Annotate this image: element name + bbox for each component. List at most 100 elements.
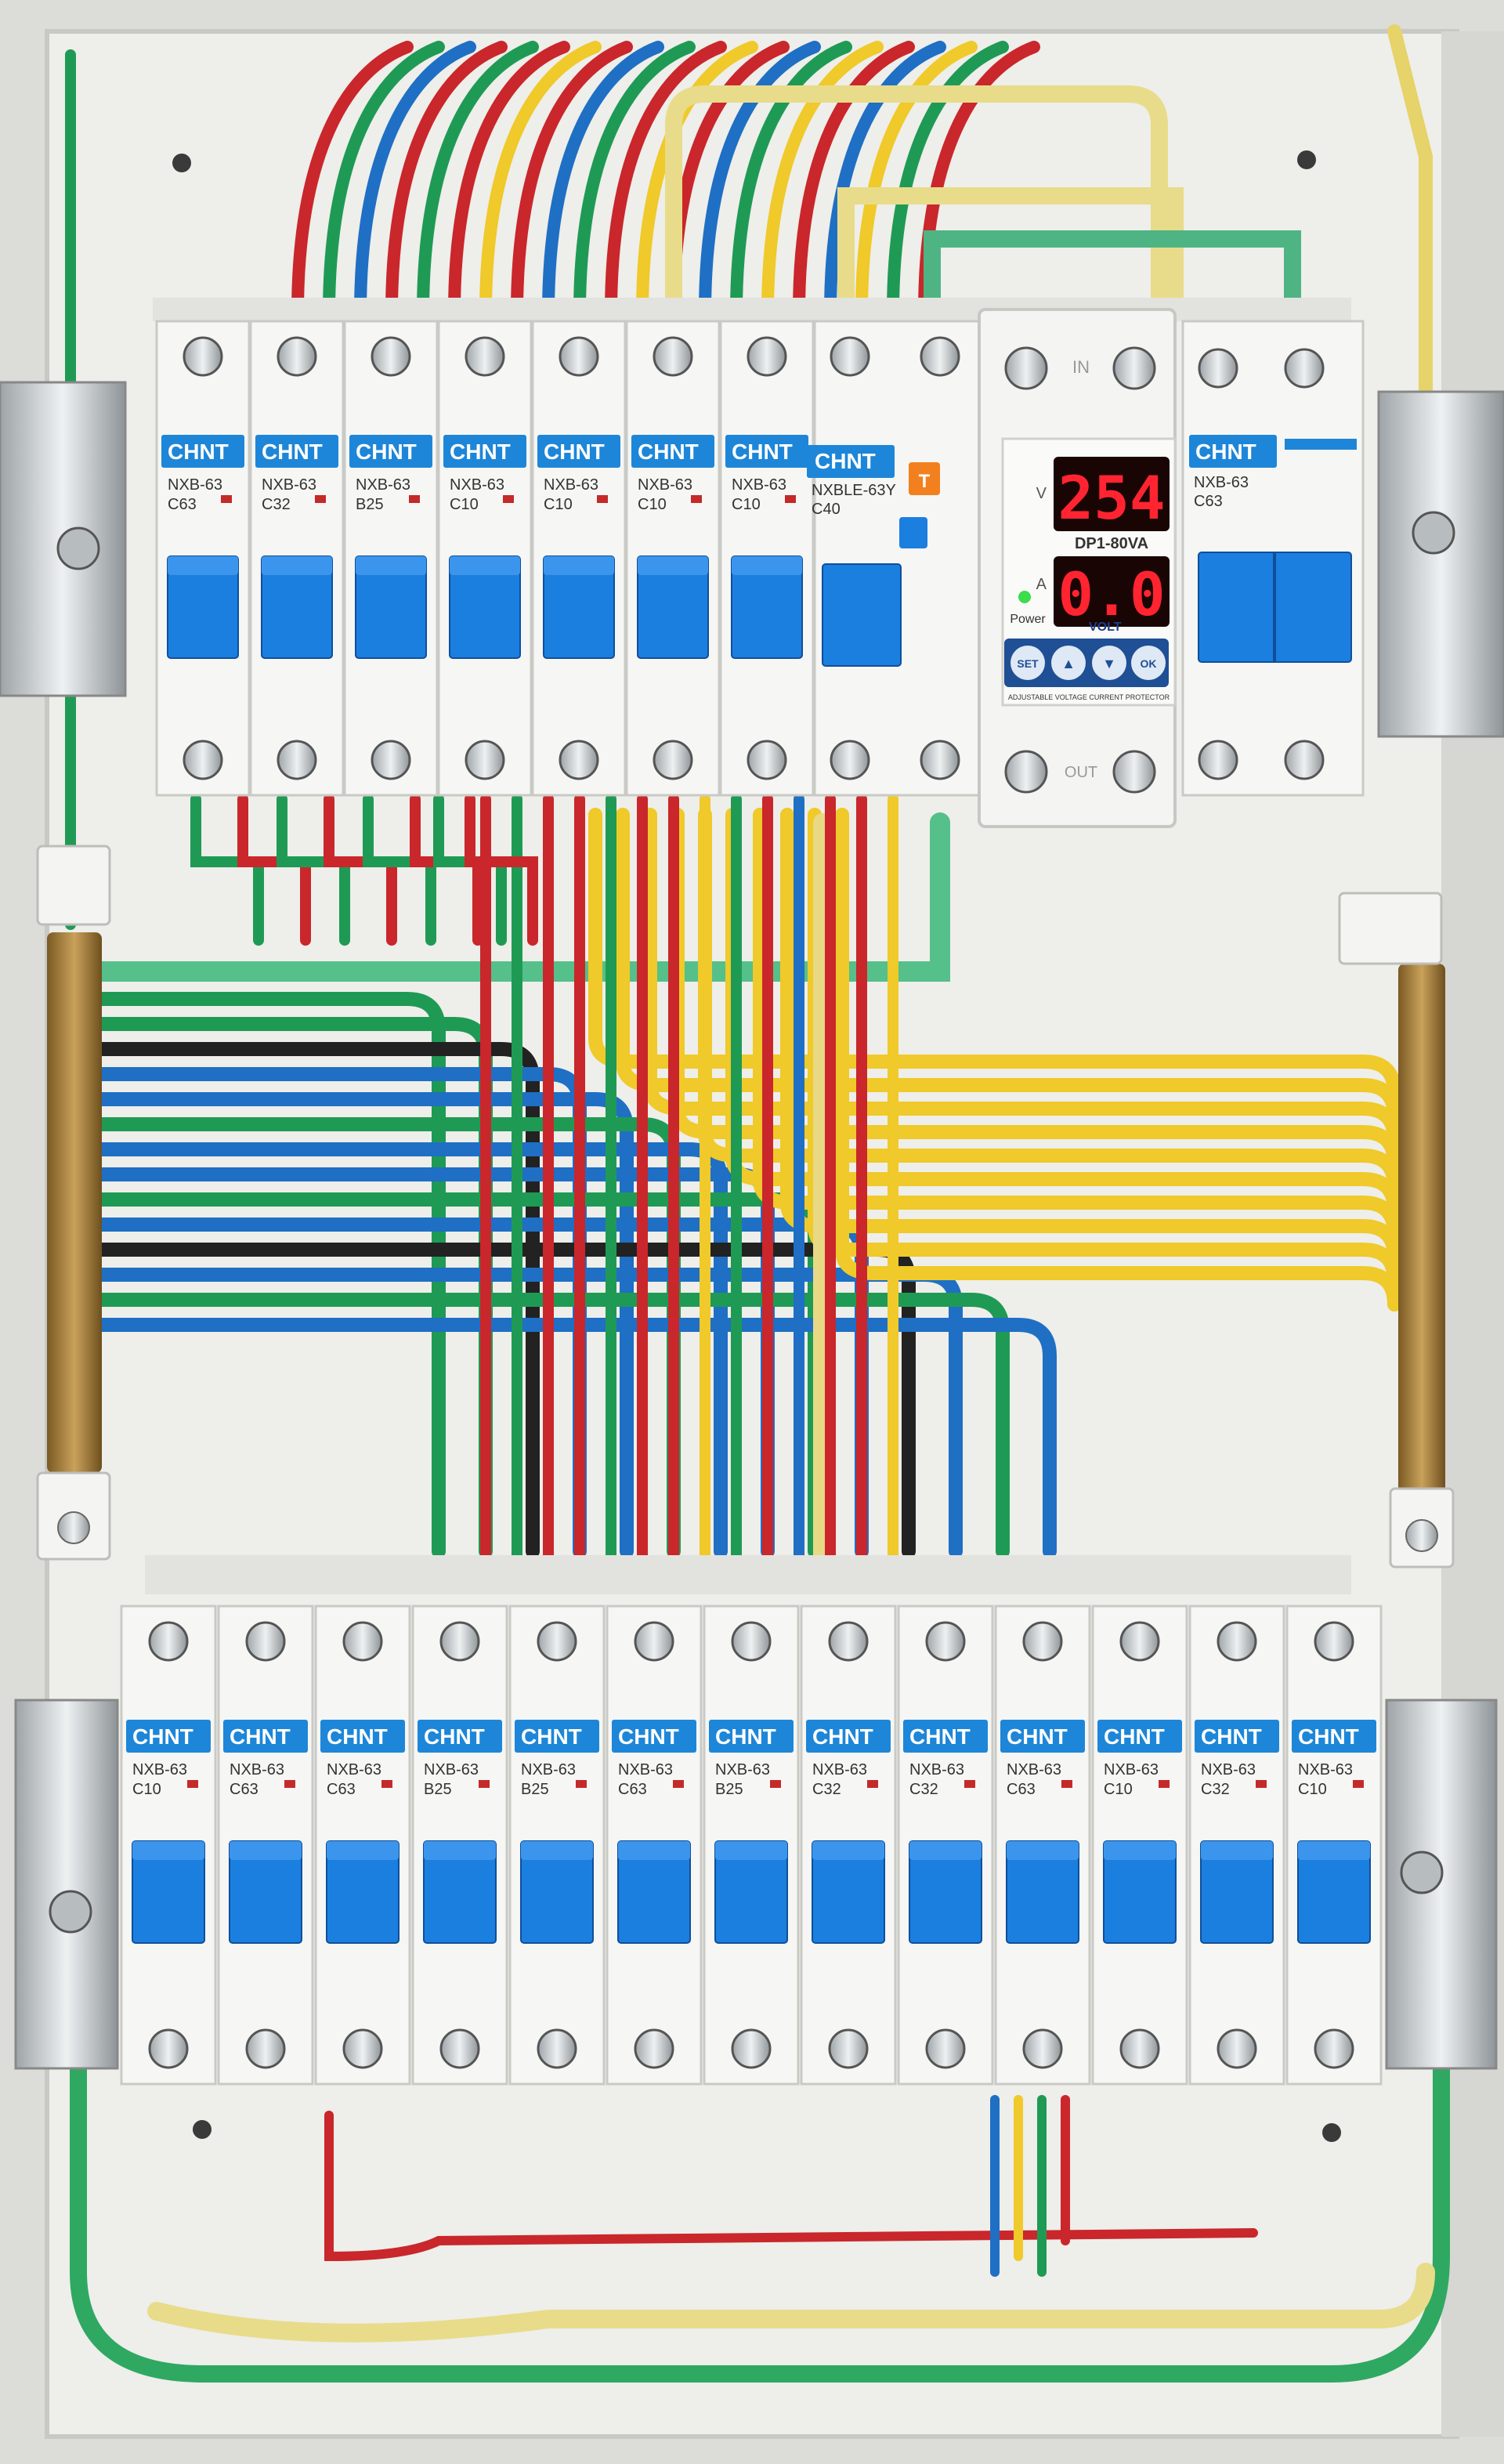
protector-brand: VOLT bbox=[1089, 621, 1122, 634]
terminal-screw[interactable] bbox=[828, 2028, 869, 2069]
terminal-screw[interactable] bbox=[634, 1621, 674, 1662]
terminal-screw[interactable] bbox=[1119, 1621, 1160, 1662]
terminal-screw[interactable] bbox=[183, 336, 223, 377]
toggle-highlight bbox=[1104, 1841, 1176, 1860]
trip-indicator bbox=[964, 1780, 975, 1788]
current-display bbox=[1054, 556, 1170, 627]
brand-badge bbox=[1195, 1720, 1279, 1753]
rating-label: C32 bbox=[812, 1781, 841, 1798]
terminal-screw[interactable] bbox=[920, 336, 960, 377]
terminal-screw[interactable] bbox=[1022, 1621, 1063, 1662]
bottom-breaker-row: CHNTNXB-63C10CHNTNXB-63C63CHNTNXB-63C63C… bbox=[120, 1555, 1383, 2086]
rcd-toggle[interactable] bbox=[822, 563, 902, 667]
brand-badge bbox=[1097, 1720, 1182, 1753]
rating-label: C10 bbox=[450, 496, 479, 513]
din-rail-clamps bbox=[0, 381, 1504, 2070]
toggle-highlight bbox=[618, 1841, 690, 1860]
terminal-screw[interactable] bbox=[1217, 2028, 1257, 2069]
terminal-screw[interactable] bbox=[1004, 346, 1048, 390]
terminal-screw[interactable] bbox=[148, 2028, 189, 2069]
terminal-screw[interactable] bbox=[1314, 1621, 1354, 1662]
brand-badge bbox=[631, 435, 714, 468]
terminal-screw[interactable] bbox=[653, 740, 693, 780]
ok-button[interactable] bbox=[1131, 646, 1166, 680]
rating-label: C63 bbox=[230, 1781, 258, 1798]
terminal-screw[interactable] bbox=[1284, 348, 1325, 389]
brand-label: CHNT bbox=[1104, 1724, 1165, 1749]
terminal-screw[interactable] bbox=[465, 740, 505, 780]
terminal-screw[interactable] bbox=[747, 740, 787, 780]
terminal-screw[interactable] bbox=[148, 1621, 189, 1662]
rating-label: C40 bbox=[812, 501, 841, 518]
brand-label: CHNT bbox=[1201, 1724, 1262, 1749]
brand-label: CHNT bbox=[812, 1724, 873, 1749]
terminal-screw[interactable] bbox=[183, 740, 223, 780]
terminal-screw[interactable] bbox=[920, 740, 960, 780]
toggle-highlight bbox=[450, 556, 520, 575]
terminal-screw[interactable] bbox=[439, 1621, 480, 1662]
terminal-screw[interactable] bbox=[342, 2028, 383, 2069]
terminal-screw[interactable] bbox=[747, 336, 787, 377]
model-label: NXB-63 bbox=[1194, 474, 1249, 491]
terminal-screw[interactable] bbox=[1284, 740, 1325, 780]
terminal-screw[interactable] bbox=[653, 336, 693, 377]
trip-indicator bbox=[1061, 1780, 1072, 1788]
rating-label: C10 bbox=[132, 1781, 161, 1798]
terminal-screw[interactable] bbox=[1217, 1621, 1257, 1662]
terminal-screw[interactable] bbox=[731, 1621, 772, 1662]
terminal-screw[interactable] bbox=[925, 2028, 966, 2069]
top-breaker-row: CHNTNXB-63C63CHNTNXB-63C32CHNTNXB-63B25C… bbox=[153, 298, 1365, 797]
brand-badge bbox=[1000, 1720, 1085, 1753]
terminal-screw[interactable] bbox=[1198, 348, 1238, 389]
terminal-screw[interactable] bbox=[559, 336, 599, 377]
up-button[interactable] bbox=[1051, 646, 1086, 680]
terminal-screw[interactable] bbox=[245, 2028, 286, 2069]
trip-indicator bbox=[1159, 1780, 1170, 1788]
toggle-highlight bbox=[132, 1841, 204, 1860]
terminal-screw[interactable] bbox=[1198, 740, 1238, 780]
rating-label: C10 bbox=[732, 496, 761, 513]
current-unit: A bbox=[1036, 576, 1047, 593]
test-button[interactable] bbox=[909, 462, 940, 495]
terminal-screw[interactable] bbox=[277, 336, 317, 377]
busbar-cover bbox=[145, 1555, 1351, 1594]
terminal-screw[interactable] bbox=[277, 740, 317, 780]
terminal-screw[interactable] bbox=[1022, 2028, 1063, 2069]
terminal-screw[interactable] bbox=[537, 1621, 577, 1662]
terminal-screw[interactable] bbox=[830, 336, 870, 377]
down-button[interactable] bbox=[1092, 646, 1126, 680]
terminal-screw[interactable] bbox=[1004, 750, 1048, 794]
terminal-screw[interactable] bbox=[828, 1621, 869, 1662]
terminal-screw[interactable] bbox=[1314, 2028, 1354, 2069]
voltage-protector: IN 254 V DP1-80VA 0.0 A Power VOLT SET ▲… bbox=[978, 308, 1177, 828]
terminal-screw[interactable] bbox=[537, 2028, 577, 2069]
set-button[interactable] bbox=[1010, 646, 1045, 680]
terminal-screw[interactable] bbox=[925, 1621, 966, 1662]
wires-bottom bbox=[70, 2060, 1450, 2383]
terminal-screw[interactable] bbox=[559, 740, 599, 780]
terminal-screw[interactable] bbox=[1112, 750, 1156, 794]
terminal-screw[interactable] bbox=[1112, 346, 1156, 390]
terminal-screw[interactable] bbox=[439, 2028, 480, 2069]
brand-badge bbox=[806, 1720, 891, 1753]
brand-label: CHNT bbox=[815, 449, 876, 473]
terminal-screw[interactable] bbox=[731, 2028, 772, 2069]
terminal-screw[interactable] bbox=[465, 336, 505, 377]
terminal-screw[interactable] bbox=[342, 1621, 383, 1662]
toggle-highlight bbox=[424, 1841, 496, 1860]
rating-label: C10 bbox=[1298, 1781, 1327, 1798]
terminal-screw[interactable] bbox=[830, 740, 870, 780]
model-label: NXB-63 bbox=[424, 1761, 479, 1778]
terminal-screw[interactable] bbox=[1119, 2028, 1160, 2069]
terminal-screw[interactable] bbox=[371, 740, 411, 780]
ok-button-label: OK bbox=[1141, 657, 1157, 670]
terminal-screw[interactable] bbox=[245, 1621, 286, 1662]
model-label: NXB-63 bbox=[812, 1761, 867, 1778]
terminal-screw[interactable] bbox=[371, 336, 411, 377]
terminal-screw[interactable] bbox=[634, 2028, 674, 2069]
